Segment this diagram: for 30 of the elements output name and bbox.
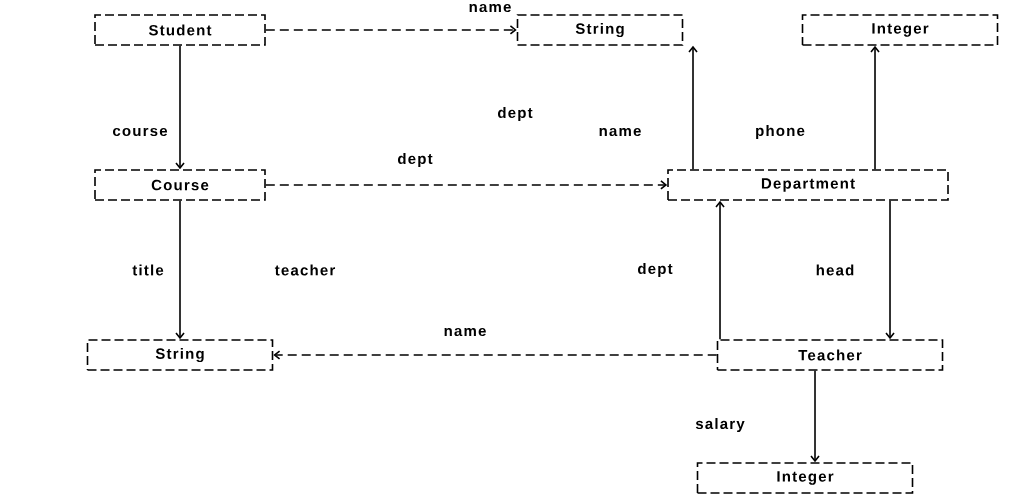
- arrow: [265, 25, 517, 35]
- edge-label: name: [467, 2, 513, 14]
- edge-label: dept: [396, 152, 434, 168]
- label: teacher: [274, 264, 336, 276]
- arrow: [810, 370, 820, 463]
- type-box: Student: [94, 14, 266, 46]
- arrow: [273, 350, 718, 360]
- arrow: [885, 200, 895, 340]
- edge-label: head: [814, 263, 856, 277]
- arrow: [688, 45, 698, 170]
- edge-label: phone: [754, 124, 806, 140]
- arrow: [175, 45, 185, 170]
- arrow: [715, 200, 725, 340]
- arrow: [175, 200, 185, 340]
- type-box: String: [516, 14, 684, 46]
- arrow: [265, 180, 668, 190]
- edge-label: dept: [636, 262, 674, 278]
- type-box: Teacher: [716, 339, 944, 371]
- type-box: Integer: [696, 462, 914, 494]
- edge-label: name: [597, 126, 643, 138]
- type-box: String: [86, 339, 274, 371]
- edge-label: name: [442, 326, 488, 338]
- type-box: Department: [667, 169, 949, 201]
- type-box: Course: [94, 169, 266, 201]
- arrow: [870, 45, 880, 170]
- edge-label: title: [131, 263, 165, 277]
- edge-label: course: [111, 126, 169, 138]
- type-box: Integer: [801, 14, 999, 46]
- label: dept: [498, 107, 533, 121]
- edge-label: salary: [694, 417, 746, 433]
